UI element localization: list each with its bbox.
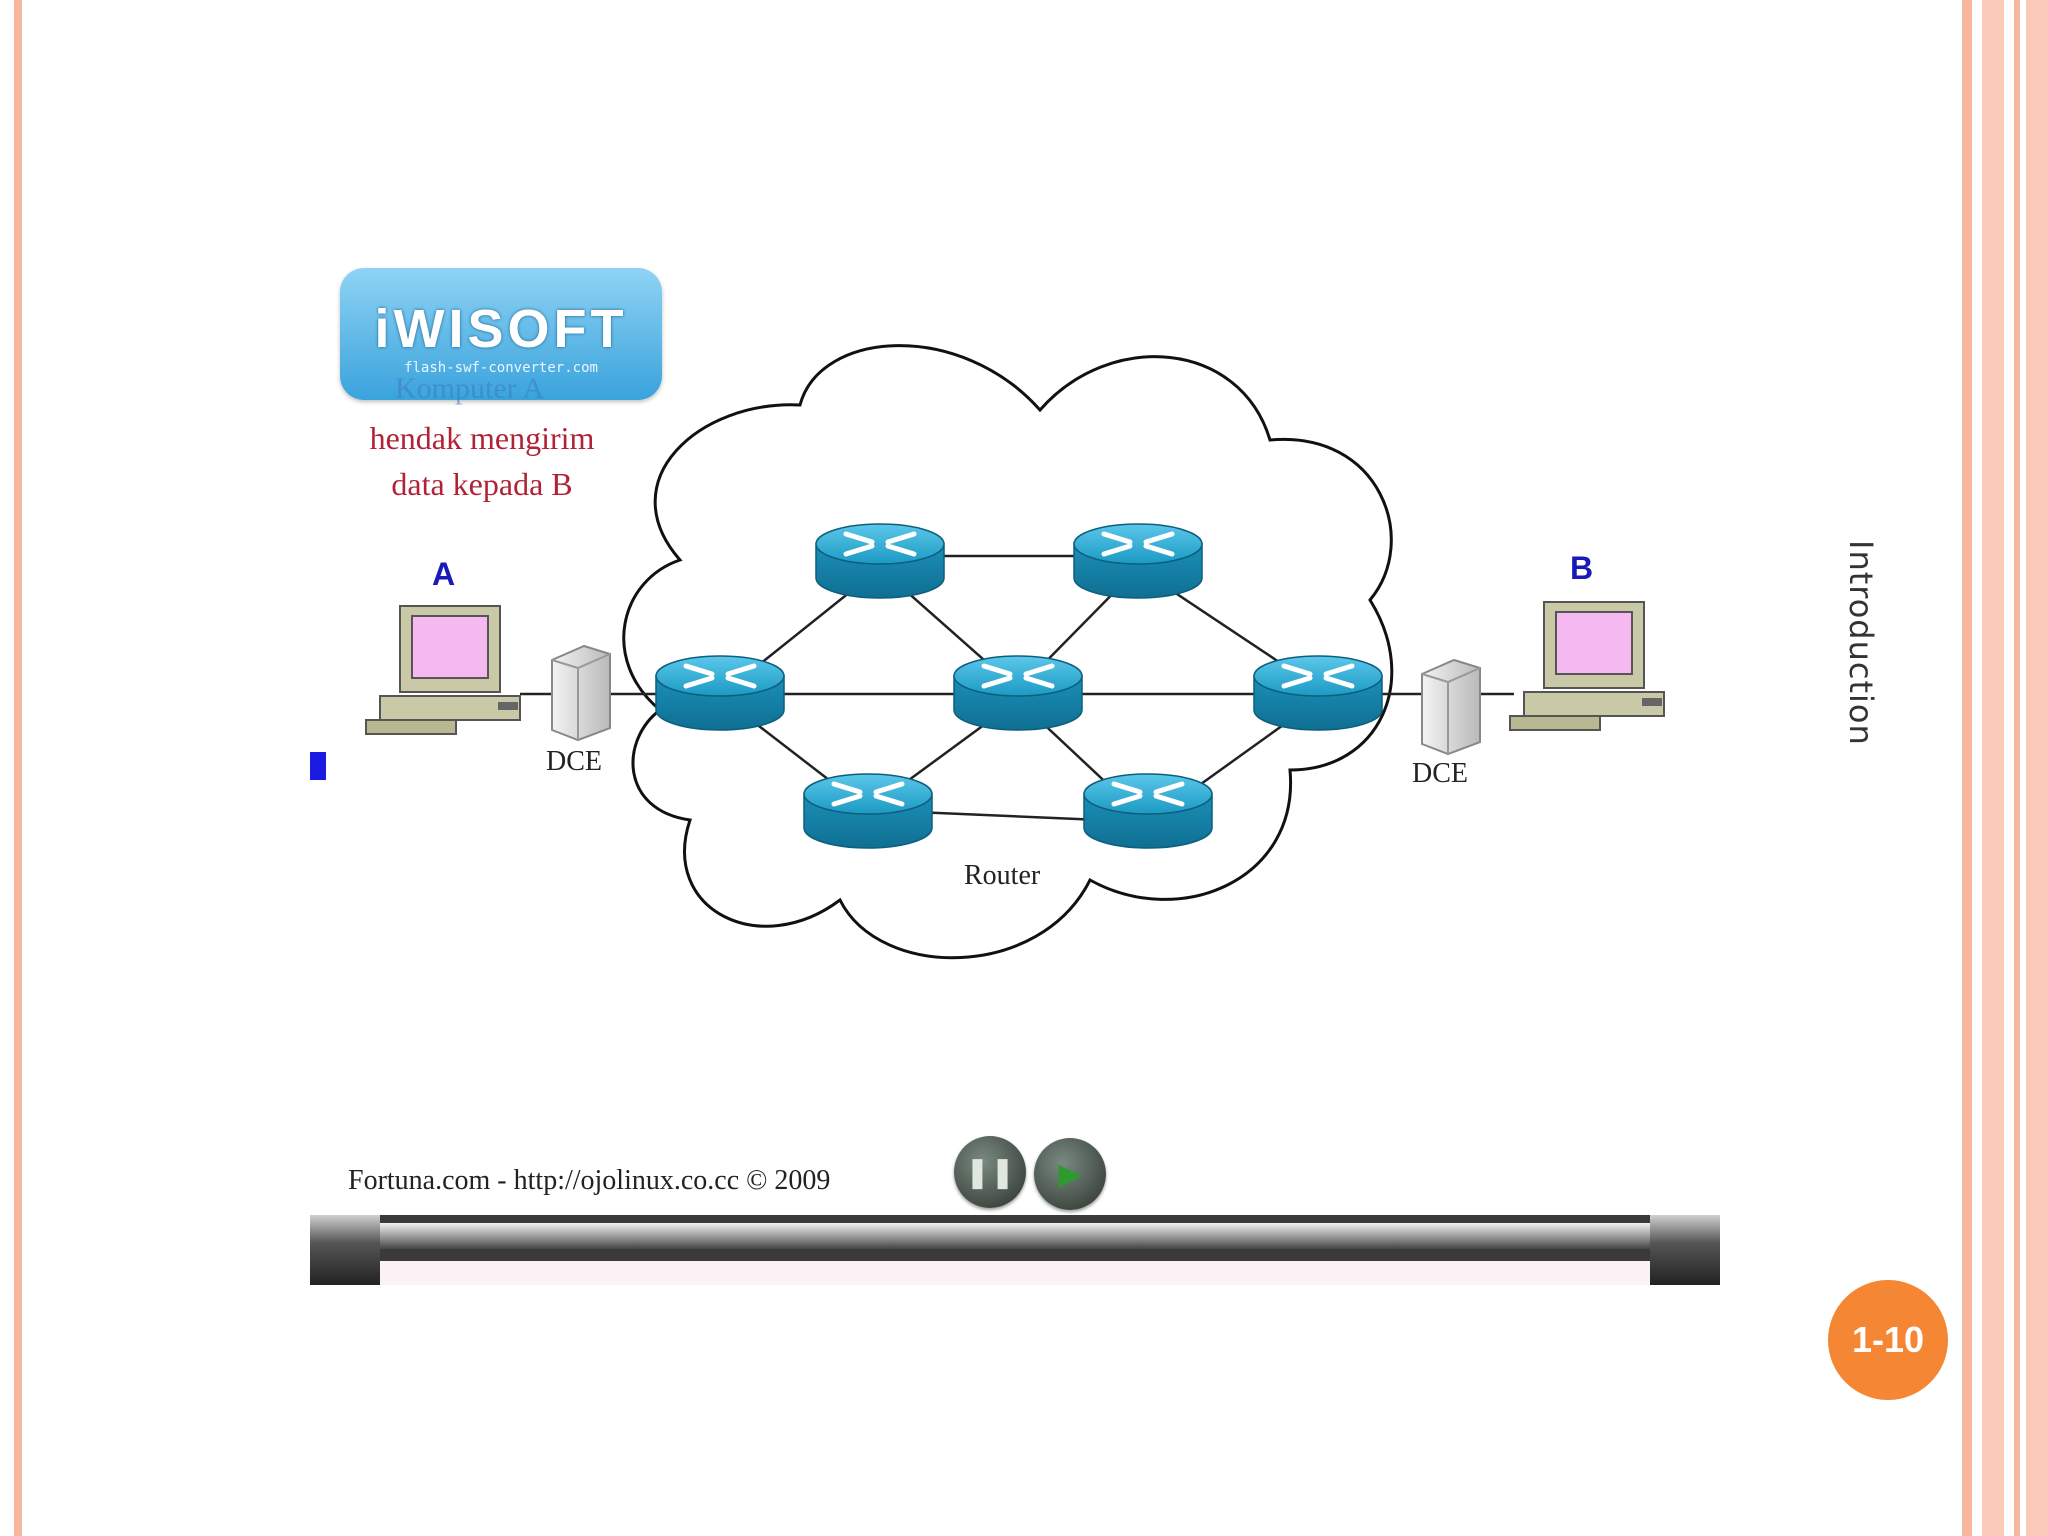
slide-border-right-outer [2026,0,2048,1536]
dce-right-icon [1421,659,1481,755]
caption-line-2: data kepada B [391,466,573,502]
slide-border-right-band [1982,0,2004,1536]
router-top-right-icon [1074,524,1202,598]
logo-text: iWISOFT [374,299,628,359]
dce-left-label: DCE [546,746,602,777]
router-center-icon [954,656,1082,730]
dce-left-icon [551,645,611,741]
slide-border-right [1962,0,1972,1536]
router-bottom-right-icon [1084,774,1212,848]
caption-faded-line: Komputer A [395,372,545,405]
pause-button[interactable]: ❚❚ [954,1136,1026,1208]
dce-right-label: DCE [1412,758,1468,789]
caption-line-1: hendak mengirim [369,420,595,456]
play-icon: ▶ [1058,1156,1082,1192]
seek-bar-right-cap[interactable] [1650,1215,1720,1285]
computer-b-icon [1509,601,1665,731]
slide-border-right-line [2014,0,2020,1536]
router-bottom-left-icon [804,774,932,848]
computer-a-icon [365,605,521,735]
player-seek-bar[interactable] [310,1215,1720,1285]
router-left-icon [656,656,784,730]
seek-bar-lower-area [380,1261,1650,1285]
router-label: Router [964,860,1041,891]
seek-bar-track[interactable] [380,1223,1650,1249]
blue-marker [310,752,326,780]
diagram-caption: hendak mengirim data kepada B [352,415,612,507]
router-top-left-icon [816,524,944,598]
seek-bar-left-cap[interactable] [310,1215,380,1285]
play-button[interactable]: ▶ [1034,1138,1106,1210]
iwisoft-logo: iWISOFT flash-swf-converter.com [340,268,662,400]
page-number-badge: 1-10 [1828,1280,1948,1400]
host-b-label: B [1570,550,1594,586]
host-a-label: A [432,556,456,592]
router-right-icon [1254,656,1382,730]
player-credit-text: Fortuna.com - http://ojolinux.co.cc © 20… [348,1165,831,1196]
logo-subtext: flash-swf-converter.com [404,360,598,376]
slide-border-left [14,0,22,1536]
pause-icon: ❚❚ [964,1154,1016,1190]
